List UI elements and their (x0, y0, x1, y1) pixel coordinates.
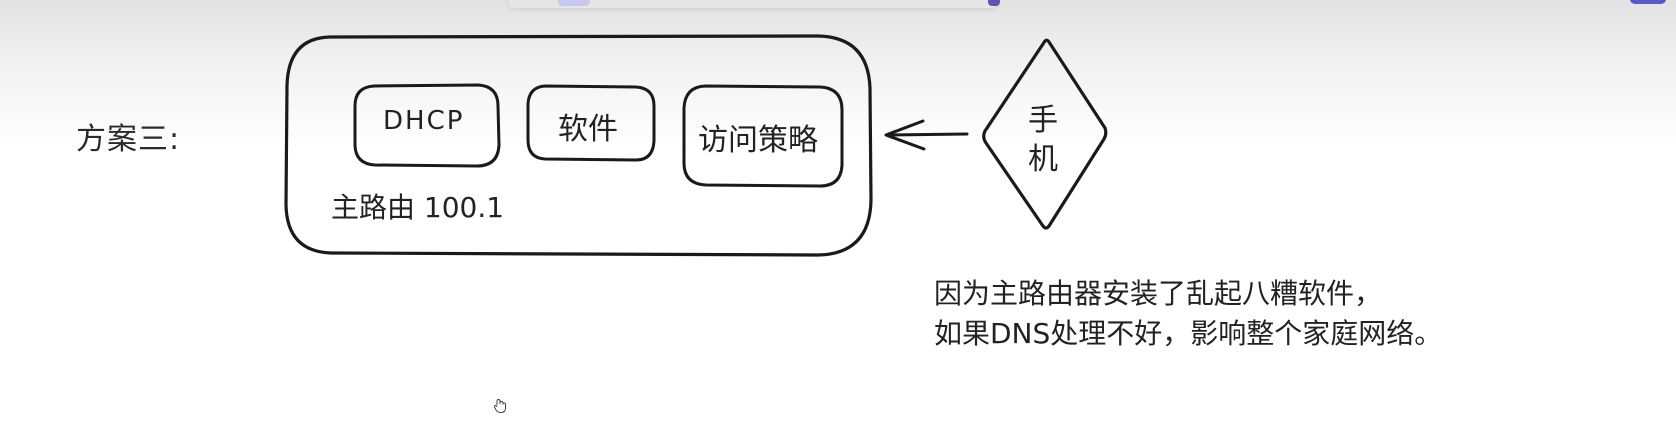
share-button[interactable] (1630, 0, 1666, 4)
note-line-1: 因为主路由器安装了乱起八糟软件， (934, 277, 1383, 310)
note-text[interactable]: 因为主路由器安装了乱起八糟软件， 如果DNS处理不好，影响整个家庭网络。 (934, 274, 1442, 354)
access-policy-box[interactable] (682, 84, 844, 188)
hand-cursor-icon (493, 399, 506, 413)
hand-tool-button[interactable] (558, 0, 590, 6)
dhcp-label: DHCP (383, 106, 465, 136)
arrow-icon[interactable] (884, 119, 969, 151)
phone-label-line1: 手 (1028, 103, 1058, 138)
phone-label-line2: 机 (1028, 142, 1058, 177)
software-box[interactable] (526, 84, 656, 162)
router-group-box[interactable] (284, 34, 873, 257)
library-button[interactable] (988, 0, 1000, 6)
software-label: 软件 (558, 112, 618, 147)
scheme-label[interactable]: 方案三: (76, 122, 181, 157)
note-line-2: 如果DNS处理不好，影响整个家庭网络。 (934, 317, 1443, 350)
router-label: 主路由 100.1 (331, 191, 505, 224)
dhcp-box[interactable] (353, 83, 501, 168)
phone-diamond[interactable] (982, 38, 1108, 230)
toolbar (508, 0, 1000, 8)
access-policy-label: 访问策略 (698, 123, 818, 158)
